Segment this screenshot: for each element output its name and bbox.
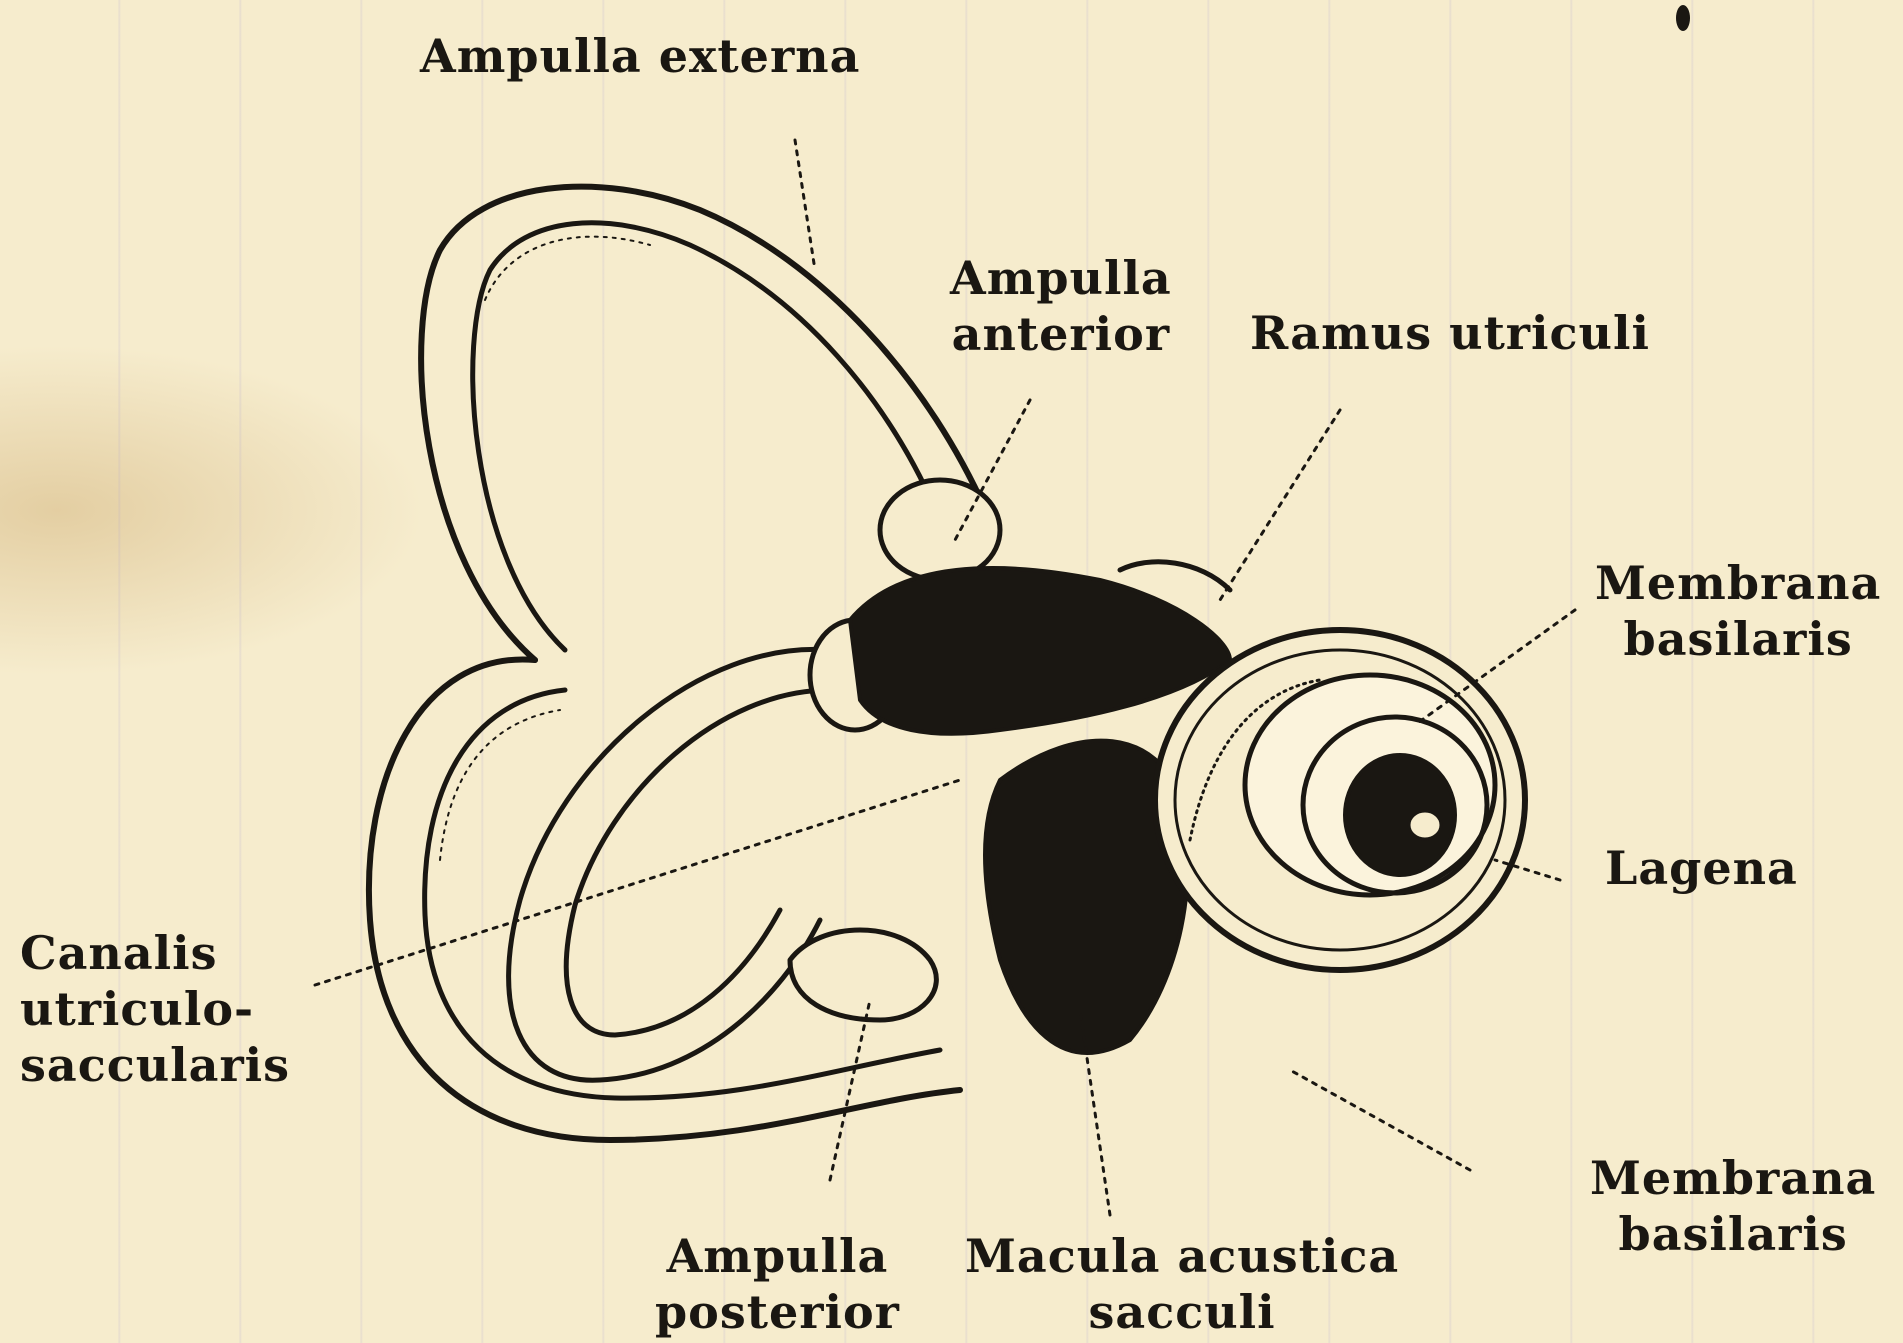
utricle: [850, 568, 1230, 734]
label-membrana-basilaris-lower: Membrana basilaris: [1590, 1150, 1876, 1262]
label-lagena: Lagena: [1605, 840, 1798, 896]
ampulla-posterior-bulb: [790, 930, 936, 1020]
cochlea: [1155, 630, 1525, 970]
ramus-utriculi-stub: [1120, 562, 1230, 590]
label-canalis-utriculo-saccularis: Canalis utriculo- saccularis: [20, 925, 290, 1093]
ink-speck: [1676, 5, 1690, 31]
label-ampulla-anterior: Ampulla anterior: [950, 250, 1172, 362]
label-ramus-utriculi: Ramus utriculi: [1250, 305, 1650, 361]
ampulla-anterior-bulb: [880, 480, 1000, 580]
posterior-semicircular-canal: [509, 649, 830, 1080]
label-membrana-basilaris-upper: Membrana basilaris: [1595, 555, 1881, 667]
label-ampulla-externa: Ampulla externa: [420, 28, 860, 84]
label-macula-acustica-sacculi: Macula acustica sacculi: [965, 1228, 1399, 1340]
label-ampulla-posterior: Ampulla posterior: [655, 1228, 900, 1340]
